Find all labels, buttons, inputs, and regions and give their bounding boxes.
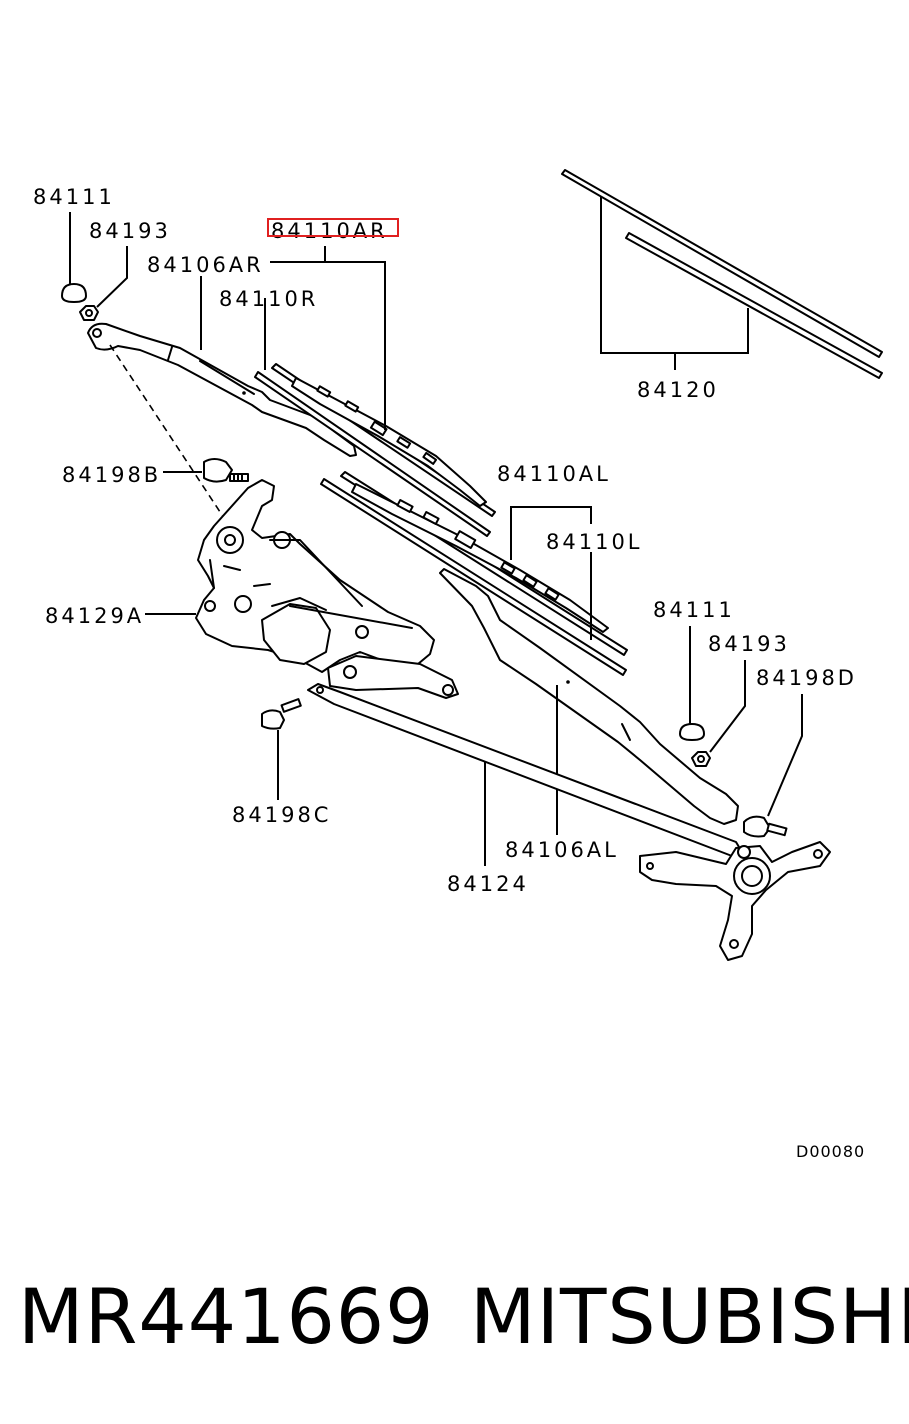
pivot-cap-84111-right: [679, 723, 705, 741]
drawing-code: D00080: [796, 1142, 865, 1161]
pivot-nut-84193-top: [79, 305, 99, 321]
label-84110L: 84110L: [546, 530, 643, 554]
label-84106AL: 84106AL: [505, 838, 619, 862]
highlight-box-84110AR: [267, 218, 399, 237]
label-84120: 84120: [637, 378, 719, 402]
brand-name: MITSUBISHI: [470, 1272, 909, 1361]
bolt-84198C: [261, 698, 302, 730]
label-84110AL: 84110AL: [497, 462, 611, 486]
label-84198B: 84198B: [62, 463, 161, 487]
wiper-arm-84106AR: [87, 322, 357, 457]
label-84111-right: 84111: [653, 598, 735, 622]
leader-84110AL: [510, 506, 592, 640]
leader-84110AR: [270, 246, 386, 430]
wiper-blade-84110AR: [271, 363, 496, 517]
wiper-motor-84129A: [195, 479, 459, 699]
part-number: MR441669: [18, 1272, 435, 1361]
leader-84120: [600, 196, 749, 370]
label-84106AR: 84106AR: [147, 253, 264, 277]
leader-84198D: [767, 694, 803, 817]
wiper-blade-rubber-84110R: [254, 371, 491, 537]
label-84111-top: 84111: [33, 185, 115, 209]
leader-84193-top: [96, 246, 128, 308]
caption-bar: MR441669 MITSUBISHI: [0, 1262, 909, 1372]
bolt-84198D: [743, 815, 788, 838]
label-84193-right: 84193: [708, 632, 790, 656]
wiper-arm-84106AL: [439, 568, 739, 825]
pivot-nut-84193-right: [691, 751, 711, 767]
wiper-blade-rubber-84110L: [320, 478, 627, 676]
label-84110AR: 84110AR: [271, 219, 388, 243]
label-84193-top: 84193: [89, 219, 171, 243]
label-84129A: 84129A: [45, 604, 144, 628]
pivot-bracket-right: [639, 841, 831, 961]
bolt-84198B: [203, 458, 249, 483]
label-84198D: 84198D: [756, 666, 857, 690]
label-84198C: 84198C: [232, 803, 331, 827]
label-84124: 84124: [447, 872, 529, 896]
blade-refill-84120: [561, 169, 883, 379]
leader-84193-right: [709, 660, 746, 753]
pivot-cap-84111-top: [61, 283, 87, 303]
label-84110R: 84110R: [219, 287, 318, 311]
wiper-blade-84110AL: [340, 471, 628, 656]
